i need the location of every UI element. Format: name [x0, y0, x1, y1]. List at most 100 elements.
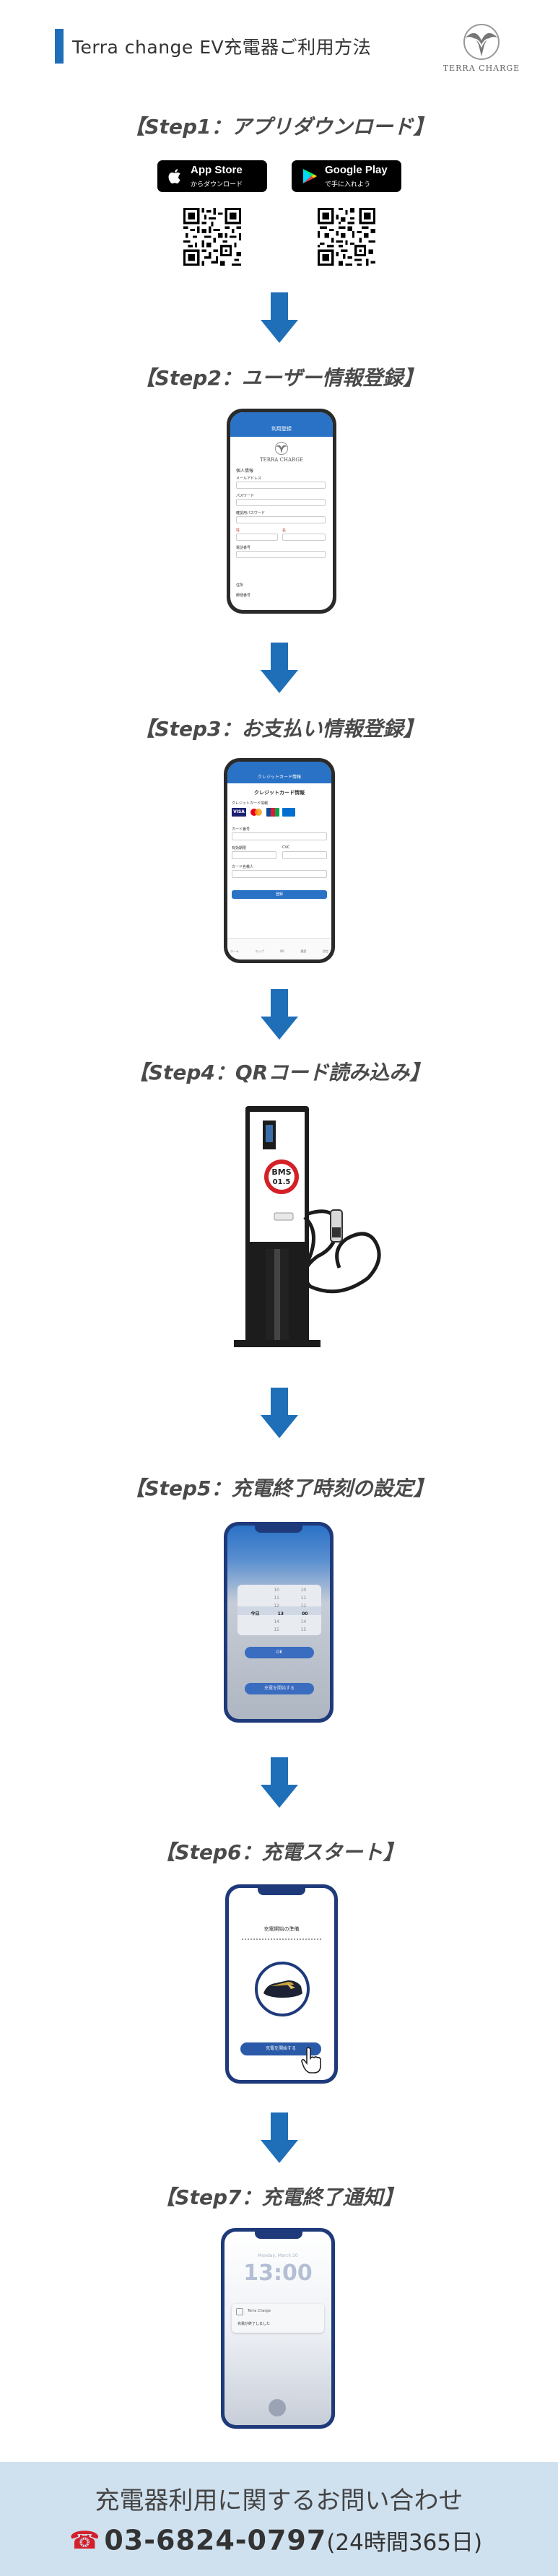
phone-number[interactable]: 03-6824-0797 [104, 2524, 327, 2557]
hand-pointer-icon [301, 2047, 321, 2074]
charge-start-button: 充電を開始する [240, 2042, 321, 2055]
support-hours: (24時間365日) [326, 2530, 483, 2556]
brand-logo: TERRA CHARGE [442, 22, 521, 81]
contact-footer: 充電器利用に関するお問い合わせ ☎03-6824-0797(24時間365日) [0, 2462, 558, 2576]
down-arrow-icon [261, 989, 298, 1040]
payment-header: クレジットカード情報 [257, 775, 301, 780]
jcb-card-icon [266, 808, 279, 817]
app-store-sublabel: からダウンロード [191, 181, 243, 188]
svg-text:01.5: 01.5 [273, 1178, 291, 1186]
nav-item: QR [279, 949, 284, 953]
payment-field-label: カード名義人 [232, 865, 254, 869]
down-arrow-icon [261, 1757, 298, 1808]
charge-ready-title: 充電開始の準備 [263, 1926, 300, 1932]
brand-logo-text: TERRA CHARGE [443, 64, 520, 73]
register-field-label: 名 [282, 528, 287, 533]
google-play-sublabel: で手に入れよう [325, 181, 371, 188]
notification-app-name: Terra Charge [248, 2309, 271, 2313]
down-arrow-icon [261, 1388, 298, 1438]
visa-card-icon: VISA [232, 808, 246, 817]
google-play-badge[interactable]: Google Play で手に入れよう [292, 160, 401, 192]
payment-label: クレジットカード情報 [232, 801, 269, 806]
nav-item: 設定 [322, 949, 328, 953]
time-ok-button: OK [245, 1647, 314, 1658]
register-field-input [236, 516, 326, 523]
step4-title: 【Step4：QRコード読み込み】 [128, 1061, 430, 1084]
mastercard-icon [250, 809, 262, 816]
phone-icon: ☎ [69, 2525, 100, 2555]
svg-text:BMS: BMS [271, 1167, 291, 1177]
payment-phone-mockup: クレジットカード情報 クレジットカード情報 クレジットカード情報 VISA カー… [224, 758, 335, 963]
down-arrow-icon [261, 643, 298, 693]
register-field-input [236, 534, 278, 541]
payment-field-input [232, 832, 327, 840]
payment-submit-button: 登録 [232, 890, 327, 899]
step5-title: 【Step5：充電終了時刻の設定】 [124, 1476, 434, 1500]
amex-card-icon [282, 808, 295, 817]
app-icon [236, 2308, 243, 2315]
app-store-badge[interactable]: App Store からダウンロード [157, 160, 267, 192]
camera-shortcut-icon [269, 2399, 286, 2416]
step3-title: 【Step3：お支払い情報登録】 [134, 717, 424, 741]
notification-phone-mockup: Monday, March 20 13:00 Terra Charge 充電が終… [221, 2228, 335, 2429]
google-play-icon [303, 169, 317, 183]
register-logo-text: TERRA CHARGE [259, 457, 304, 463]
step6-title: 【Step6：充電スタート】 [154, 1840, 404, 1864]
register-field-input [236, 551, 326, 558]
payment-title: クレジットカード情報 [254, 790, 305, 796]
title-accent-bar [55, 29, 64, 64]
payment-field-input [282, 851, 327, 859]
register-field-label: 住所 [236, 583, 244, 588]
notification-card: Terra Charge 充電が終了しました [232, 2304, 324, 2333]
time-start-button: 充電を開始する [245, 1683, 314, 1694]
app-store-label: App Store [191, 164, 243, 176]
notification-message: 充電が終了しました [237, 2322, 271, 2326]
step2-title: 【Step2：ユーザー情報登録】 [134, 366, 424, 390]
down-arrow-icon [261, 292, 298, 343]
lockscreen-date: Monday, March 20 [258, 2253, 298, 2258]
contact-phone-line: ☎03-6824-0797(24時間365日) [69, 2524, 517, 2557]
payment-field-input [232, 870, 327, 878]
charge-start-phone-mockup: 充電開始の準備 充電を開始する [225, 1884, 338, 2084]
payment-field-label: 有効期限 [232, 846, 247, 850]
register-field-label: 電話番号 [236, 546, 251, 550]
ev-charger-illustration: BMS 01.5 [234, 1106, 381, 1347]
payment-field-input [232, 851, 276, 859]
register-section-title: 個人情報 [236, 469, 254, 474]
car-charging-icon [255, 1962, 310, 2016]
step7-title: 【Step7：充電終了通知】 [154, 2185, 404, 2209]
bottom-nav: ホーム マップ QR 履歴 設定 [230, 949, 328, 954]
google-play-qr-code [318, 208, 375, 266]
lockscreen-time: 13:00 [243, 2260, 313, 2286]
register-logo-icon [274, 441, 289, 456]
register-field-input [236, 499, 326, 506]
app-store-qr-code [183, 208, 241, 266]
register-field-label: 郵便番号 [236, 593, 251, 598]
contact-heading: 充電器利用に関するお問い合わせ [95, 2486, 463, 2515]
step1-title: 【Step1：アプリダウンロード】 [124, 115, 434, 139]
payment-field-label: カード番号 [232, 827, 250, 832]
apple-icon [168, 169, 180, 184]
register-field-label: 確認用パスワード [236, 511, 266, 515]
page-title: Terra change EV充電器ご利用方法 [72, 37, 372, 58]
register-field-label: 姓 [236, 528, 240, 533]
nav-item: ホーム [230, 949, 239, 953]
registration-phone-mockup: 利用登録 TERRA CHARGE 個人情報 メールアドレス パスワード 確認用… [227, 409, 336, 614]
register-field-input [236, 482, 326, 489]
nav-item: マップ [255, 949, 264, 953]
brand-logo-icon [463, 24, 500, 60]
down-arrow-icon [261, 2112, 298, 2163]
page-header: Terra change EV充電器ご利用方法 TERRA CHARGE [0, 0, 558, 87]
payment-field-label: CVC [282, 845, 290, 850]
nav-item: 履歴 [300, 949, 307, 953]
register-field-label: パスワード [236, 494, 255, 498]
register-field-label: メールアドレス [236, 477, 262, 481]
